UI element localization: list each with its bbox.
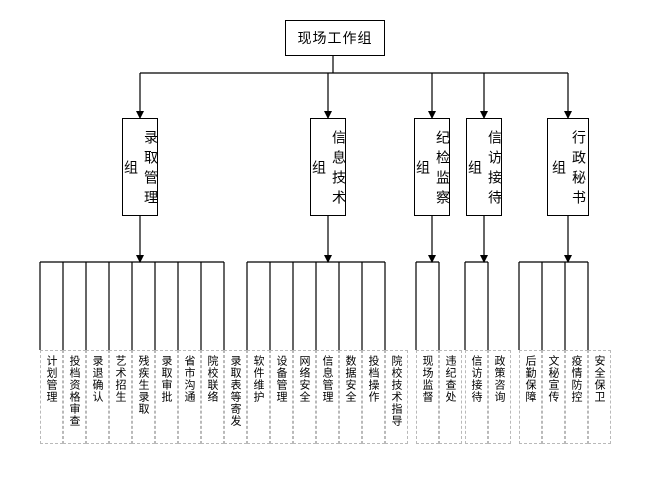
task-label: 信息管理 bbox=[321, 355, 334, 403]
task-box: 院校联络 bbox=[201, 350, 224, 444]
task-box: 违纪查处 bbox=[439, 350, 462, 444]
task-label: 计划管理 bbox=[45, 355, 58, 403]
task-label: 投档操作 bbox=[367, 355, 380, 403]
task-box: 政策咨询 bbox=[488, 350, 511, 444]
task-label: 后勤保障 bbox=[524, 355, 537, 403]
root-box: 现场工作组 bbox=[285, 20, 385, 56]
task-label: 院校联络 bbox=[206, 355, 219, 403]
task-box: 投档资格审查 bbox=[63, 350, 86, 444]
task-box: 艺术招生 bbox=[109, 350, 132, 444]
task-box: 安全保卫 bbox=[588, 350, 611, 444]
task-box: 信访接待 bbox=[465, 350, 488, 444]
task-label: 信访接待 bbox=[470, 355, 483, 403]
dept-box: 行政秘书组 bbox=[547, 118, 589, 216]
task-label: 投档资格审查 bbox=[68, 355, 81, 427]
dept-label: 录取管理组 bbox=[122, 130, 158, 210]
task-label: 文秘宣传 bbox=[547, 355, 560, 403]
task-label: 设备管理 bbox=[275, 355, 288, 403]
task-label: 院校技术指导 bbox=[390, 355, 403, 427]
task-label: 录取表等寄发 bbox=[229, 355, 242, 427]
dept-box: 纪检监察组 bbox=[414, 118, 450, 216]
task-box: 设备管理 bbox=[270, 350, 293, 444]
task-box: 计划管理 bbox=[40, 350, 63, 444]
task-label: 录退确认 bbox=[91, 355, 104, 403]
task-box: 录退确认 bbox=[86, 350, 109, 444]
dept-label: 信访接待组 bbox=[466, 130, 502, 210]
task-label: 省市沟通 bbox=[183, 355, 196, 403]
task-box: 疫情防控 bbox=[565, 350, 588, 444]
task-box: 数据安全 bbox=[339, 350, 362, 444]
dept-label: 纪检监察组 bbox=[414, 130, 450, 210]
task-label: 现场监督 bbox=[421, 355, 434, 403]
dept-box: 录取管理组 bbox=[122, 118, 158, 216]
task-label: 录取审批 bbox=[160, 355, 173, 403]
task-label: 数据安全 bbox=[344, 355, 357, 403]
dept-label: 信息技术组 bbox=[310, 130, 346, 210]
task-box: 省市沟通 bbox=[178, 350, 201, 444]
root-label: 现场工作组 bbox=[297, 31, 373, 47]
dept-label: 行政秘书组 bbox=[550, 130, 586, 210]
dept-box: 信访接待组 bbox=[466, 118, 502, 216]
task-box: 投档操作 bbox=[362, 350, 385, 444]
task-label: 政策咨询 bbox=[493, 355, 506, 403]
task-box: 网络安全 bbox=[293, 350, 316, 444]
task-box: 软件维护 bbox=[247, 350, 270, 444]
task-box: 录取表等寄发 bbox=[224, 350, 247, 444]
task-box: 录取审批 bbox=[155, 350, 178, 444]
task-box: 信息管理 bbox=[316, 350, 339, 444]
task-box: 后勤保障 bbox=[519, 350, 542, 444]
task-box: 院校技术指导 bbox=[385, 350, 408, 444]
task-label: 艺术招生 bbox=[114, 355, 127, 403]
dept-box: 信息技术组 bbox=[310, 118, 346, 216]
task-label: 疫情防控 bbox=[570, 355, 583, 403]
task-label: 安全保卫 bbox=[593, 355, 606, 403]
task-label: 违纪查处 bbox=[444, 355, 457, 403]
task-label: 残疾生录取 bbox=[137, 355, 150, 415]
task-box: 残疾生录取 bbox=[132, 350, 155, 444]
task-label: 网络安全 bbox=[298, 355, 311, 403]
task-box: 现场监督 bbox=[416, 350, 439, 444]
task-box: 文秘宣传 bbox=[542, 350, 565, 444]
task-label: 软件维护 bbox=[252, 355, 265, 403]
